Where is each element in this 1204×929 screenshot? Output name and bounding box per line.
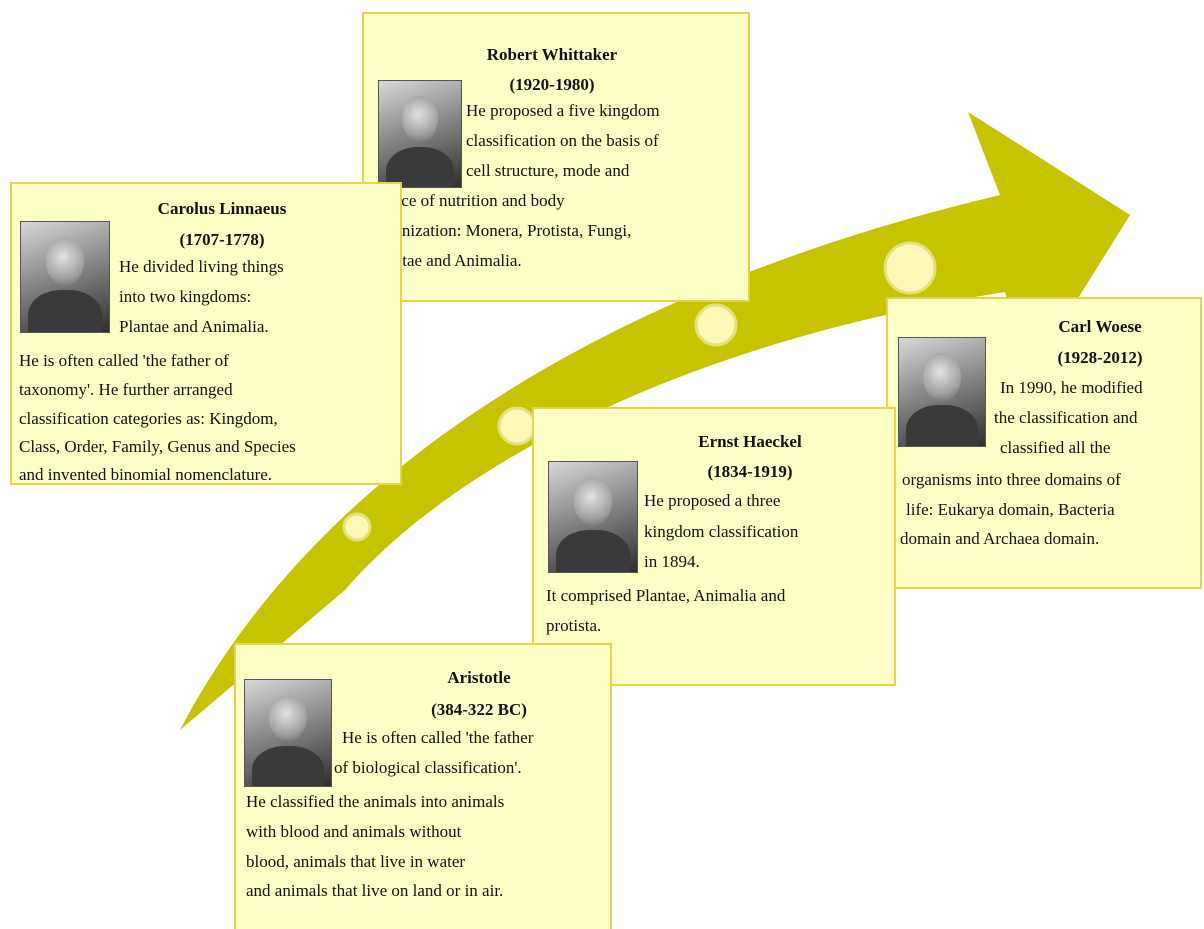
whittaker-text-line: He proposed a five kingdom [466, 101, 660, 120]
linnaeus-text-line: Class, Order, Family, Genus and Species [19, 437, 296, 456]
linnaeus-text-line: into two kingdoms: [119, 287, 252, 306]
woese-text-line: organisms into three domains of [902, 470, 1121, 489]
aristotle-text-line: blood, animals that live in water [246, 852, 466, 871]
haeckel-name: Ernst Haeckel [698, 432, 802, 451]
haeckel-text-line: It comprised Plantae, Animalia and [546, 586, 786, 605]
woese-portrait [898, 337, 986, 447]
linnaeus-text-line: He is often called 'the father of [19, 351, 229, 370]
aristotle-text-line: He is often called 'the father [342, 728, 534, 747]
timeline-dot-4 [883, 241, 937, 295]
linnaeus-portrait [20, 221, 110, 333]
card-haeckel: Ernst Haeckel (1834-1919) He proposed a … [532, 407, 896, 686]
aristotle-portrait [244, 679, 332, 787]
timeline-dot-3 [694, 303, 738, 347]
woese-text-line: domain and Archaea domain. [900, 529, 1100, 548]
whittaker-name: Robert Whittaker [486, 45, 618, 64]
woese-text-line: In 1990, he modified [1000, 378, 1143, 397]
card-woese: Carl Woese (1928-2012) In 1990, he modif… [886, 297, 1202, 589]
woese-years: (1928-2012) [1057, 348, 1143, 367]
linnaeus-text-line: Plantae and Animalia. [119, 317, 269, 336]
woese-name: Carl Woese [1058, 317, 1142, 336]
linnaeus-name: Carolus Linnaeus [157, 199, 287, 218]
card-aristotle: Aristotle (384-322 BC) He is often calle… [234, 643, 612, 929]
woese-text-line: life: Eukarya domain, Bacteria [906, 500, 1115, 519]
haeckel-text-line: kingdom classification [644, 522, 799, 541]
linnaeus-text-line: He divided living things [119, 257, 284, 276]
linnaeus-years: (1707-1778) [179, 230, 265, 249]
aristotle-text-line: with blood and animals without [246, 822, 462, 841]
aristotle-years: (384-322 BC) [431, 700, 527, 719]
haeckel-text-line: He proposed a three [644, 491, 781, 510]
haeckel-years: (1834-1919) [707, 462, 793, 481]
timeline-dot-2 [497, 406, 537, 446]
whittaker-text-line: source of nutrition and body [372, 191, 565, 210]
aristotle-name: Aristotle [447, 668, 511, 687]
whittaker-years: (1920-1980) [509, 75, 595, 94]
woese-text-line: classified all the [1000, 438, 1111, 457]
whittaker-text-line: cell structure, mode and [466, 161, 630, 180]
linnaeus-text-line: and invented binomial nomenclature. [19, 465, 273, 484]
aristotle-text-line: of biological classification'. [334, 758, 522, 777]
haeckel-portrait [548, 461, 638, 573]
linnaeus-text-line: taxonomy'. He further arranged [19, 380, 233, 399]
aristotle-text-line: and animals that live on land or in air. [246, 881, 504, 900]
whittaker-text-line: Plantae and Animalia. [372, 251, 522, 270]
card-linnaeus: Carolus Linnaeus (1707-1778) He divided … [10, 182, 402, 485]
card-whittaker: Robert Whittaker (1920-1980) He proposed… [362, 12, 750, 302]
woese-text-line: the classification and [994, 408, 1138, 427]
haeckel-text-line: protista. [546, 616, 602, 635]
whittaker-text-line: organization: Monera, Protista, Fungi, [372, 221, 632, 240]
haeckel-text-line: in 1894. [644, 552, 700, 571]
timeline-dot-1 [342, 512, 372, 542]
linnaeus-text-line: classification categories as: Kingdom, [19, 409, 278, 428]
whittaker-text-line: classification on the basis of [466, 131, 659, 150]
whittaker-portrait [378, 80, 462, 188]
aristotle-text-line: He classified the animals into animals [246, 792, 505, 811]
